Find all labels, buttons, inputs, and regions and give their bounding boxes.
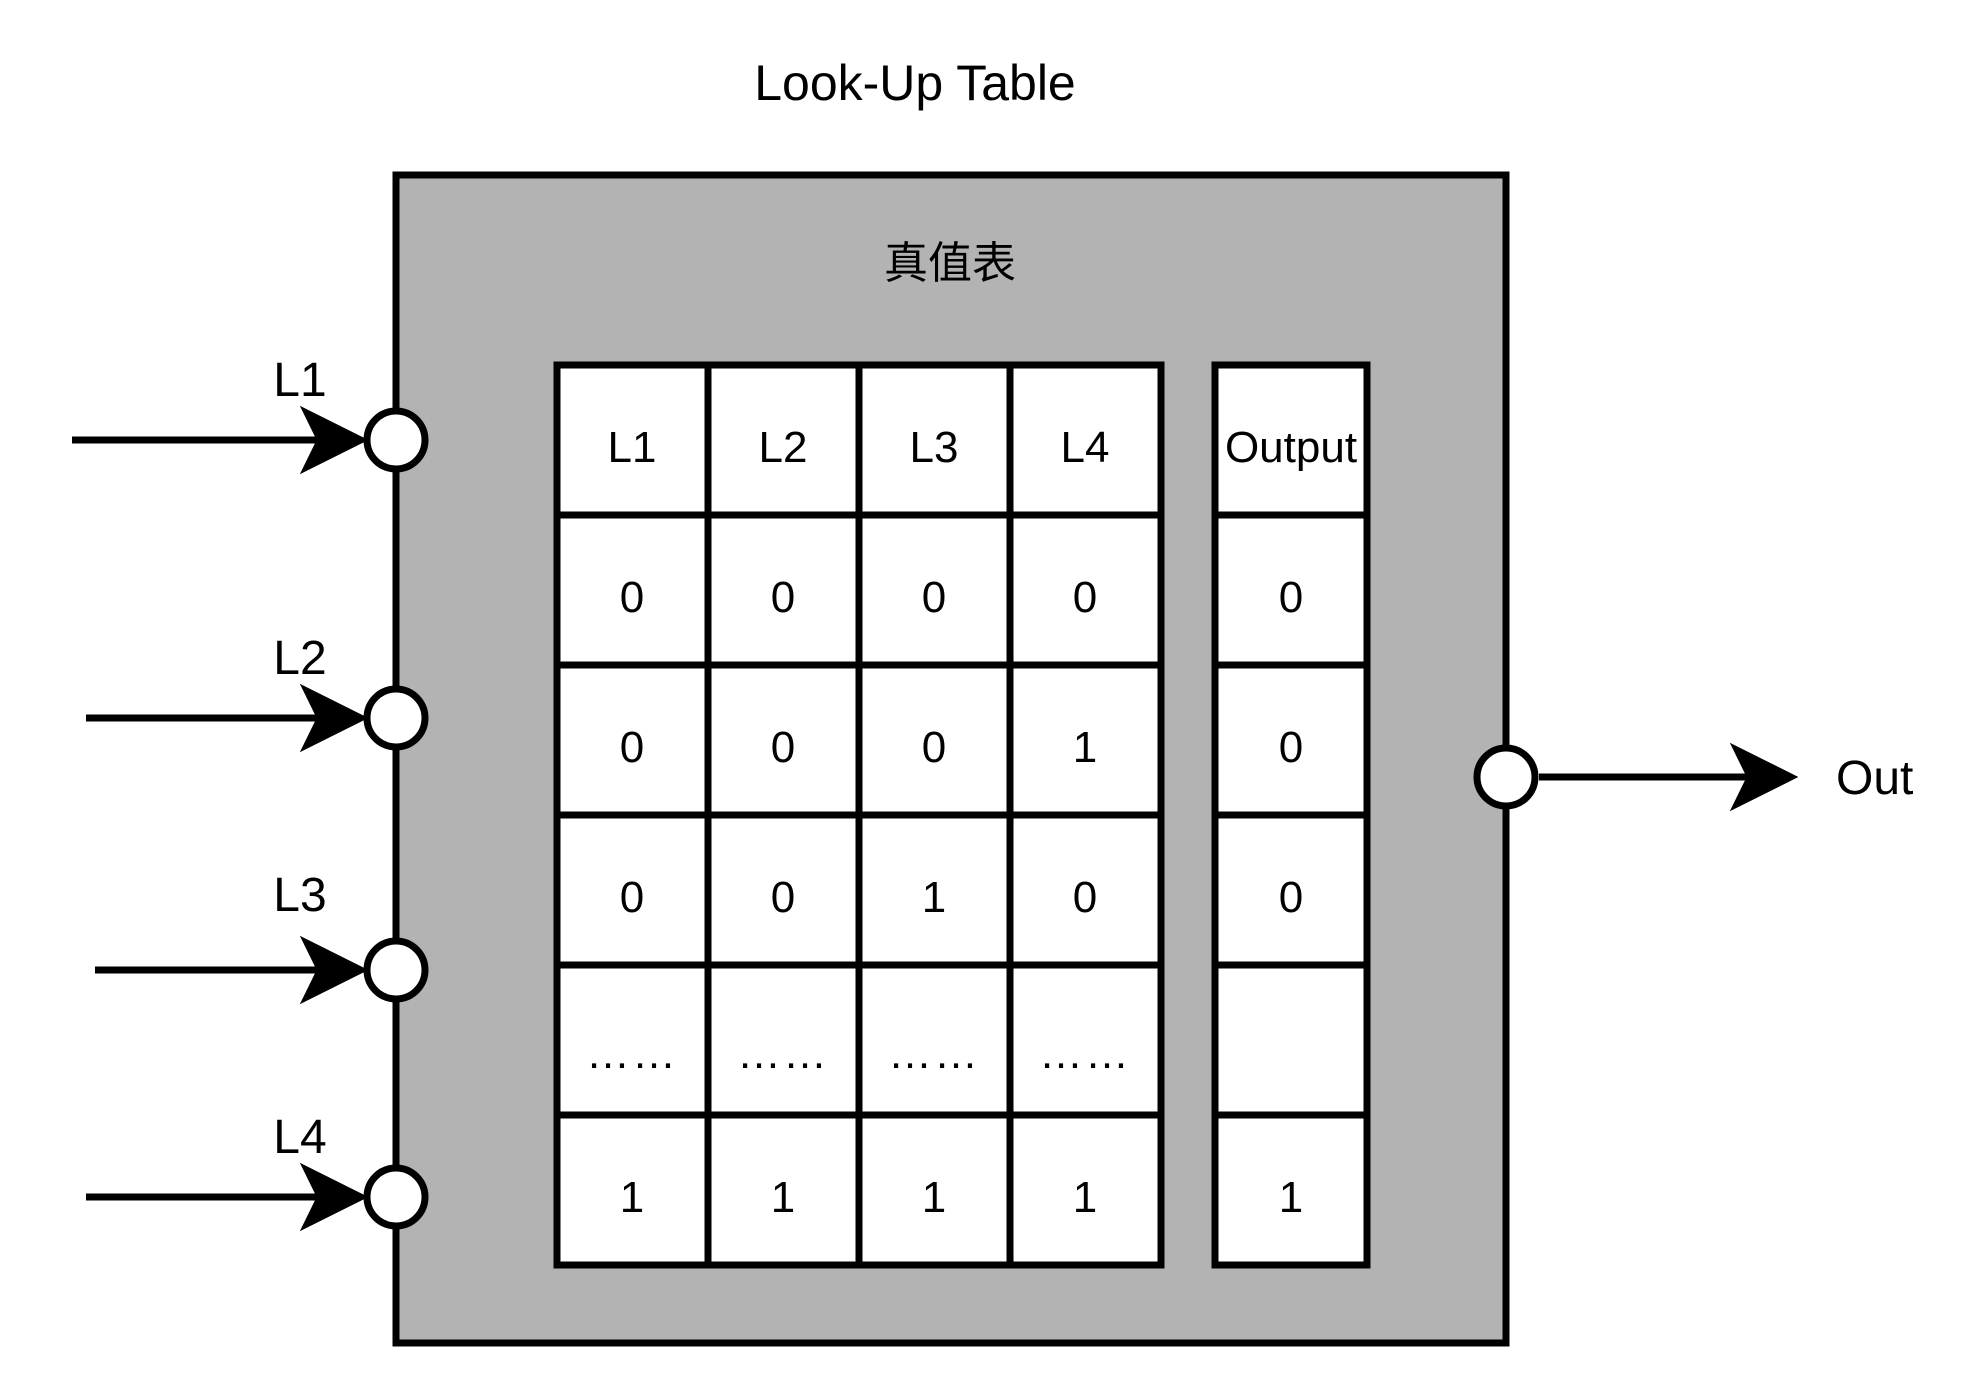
table-cell	[855, 811, 1014, 969]
table-cell-value: 1	[1073, 1173, 1097, 1222]
table-cell	[704, 961, 863, 1119]
output-cell	[1211, 511, 1371, 669]
input-port-l1[interactable]: L1	[72, 354, 429, 475]
output-port-out[interactable]: Out	[1473, 742, 1913, 812]
table-header-row: L1 L2 L3 L4	[553, 361, 1165, 519]
output-cell	[1211, 1111, 1371, 1269]
table-cell-value: ……	[888, 1029, 980, 1078]
table-cell-value: ……	[1039, 1029, 1131, 1078]
truth-table-inputs: L1 L2 L3 L4 0 0 0 0	[553, 361, 1165, 1269]
output-cell-value: 1	[1279, 1173, 1303, 1222]
input-port-circle-l4[interactable]	[363, 1164, 429, 1230]
table-cell-value: ……	[586, 1029, 678, 1078]
output-cell	[1211, 961, 1371, 1119]
table-cell	[704, 1111, 863, 1269]
output-header-label: Output	[1225, 423, 1357, 472]
table-cell-value: 0	[922, 723, 946, 772]
input-port-l3[interactable]: L3	[95, 869, 429, 1005]
table-header-label: L2	[759, 423, 808, 472]
table-cell-value: 1	[922, 1173, 946, 1222]
table-cell	[1006, 1111, 1165, 1269]
table-cell-value: 1	[1073, 723, 1097, 772]
table-cell-value: 0	[1073, 873, 1097, 922]
table-row: 1 1 1 1	[553, 1111, 1165, 1269]
table-cell-value: 1	[922, 873, 946, 922]
block-caption: 真值表	[884, 239, 1016, 288]
table-row: 0 0 0 1	[553, 661, 1165, 819]
input-port-circle-l1[interactable]	[363, 407, 429, 473]
table-row: …… …… …… ……	[553, 961, 1165, 1119]
table-row: 0 0 0 0	[553, 511, 1165, 669]
input-port-circle-l2[interactable]	[363, 685, 429, 751]
output-cell	[1211, 811, 1371, 969]
table-cell-value: 0	[771, 723, 795, 772]
table-cell-value: 0	[620, 873, 644, 922]
table-cell	[1006, 811, 1165, 969]
truth-table-output-column: Output 0 0 0 1	[1211, 361, 1371, 1269]
table-cell-value: 1	[620, 1173, 644, 1222]
table-header-cell	[704, 361, 863, 519]
table-cell-value: 0	[922, 573, 946, 622]
output-cell-value: 0	[1279, 873, 1303, 922]
table-cell-value: 0	[620, 573, 644, 622]
page-title: Look-Up Table	[754, 55, 1076, 111]
table-cell-value: 0	[771, 873, 795, 922]
output-port-circle[interactable]	[1473, 744, 1539, 810]
table-cell	[704, 661, 863, 819]
table-header-label: L1	[608, 423, 657, 472]
table-cell	[1006, 511, 1165, 669]
output-label: Out	[1836, 752, 1913, 805]
output-header-cell	[1211, 361, 1371, 519]
table-row: 0 0 1 0	[553, 811, 1165, 969]
table-cell-value: 0	[1073, 573, 1097, 622]
input-label-l4: L4	[273, 1111, 326, 1164]
output-cell	[1211, 661, 1371, 819]
table-cell	[1006, 961, 1165, 1119]
input-label-l1: L1	[273, 354, 326, 407]
table-cell-value: ……	[737, 1029, 829, 1078]
table-cell-value: 0	[771, 573, 795, 622]
table-cell	[704, 811, 863, 969]
output-cell-value: 0	[1279, 723, 1303, 772]
table-cell-value: 0	[620, 723, 644, 772]
table-header-cell	[1006, 361, 1165, 519]
input-port-l2[interactable]: L2	[86, 632, 429, 753]
input-port-circle-l3[interactable]	[363, 937, 429, 1003]
input-label-l2: L2	[273, 632, 326, 685]
table-cell	[553, 1111, 712, 1269]
output-cell-value: 0	[1279, 573, 1303, 622]
input-port-l4[interactable]: L4	[86, 1111, 429, 1232]
input-label-l3: L3	[273, 869, 326, 922]
table-header-label: L3	[910, 423, 959, 472]
table-cell-value: 1	[771, 1173, 795, 1222]
table-header-label: L4	[1061, 423, 1110, 472]
table-cell	[704, 511, 863, 669]
